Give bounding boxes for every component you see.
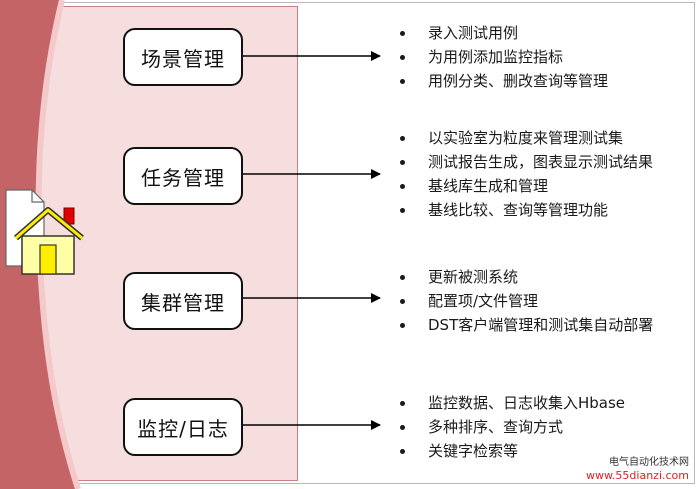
list-item: 基线比较、查询等管理功能 [400, 198, 653, 222]
house-icon [14, 207, 84, 275]
list-item: 基线库生成和管理 [400, 174, 653, 198]
watermark: 电气自动化技术网 www.55dianzi.com [586, 457, 689, 483]
module-box-scene: 场景管理 [123, 28, 243, 86]
list-item: 关键字检索等 [400, 439, 625, 463]
list-item: 用例分类、删改查询等管理 [400, 69, 608, 93]
module-box-cluster: 集群管理 [123, 272, 243, 330]
list-item: 为用例添加监控指标 [400, 45, 608, 69]
list-item: 配置项/文件管理 [400, 289, 653, 313]
module-box-monitor-log: 监控/日志 [123, 398, 243, 456]
task-feature-list: 以实验室为粒度来管理测试集 测试报告生成，图表显示测试结果 基线库生成和管理 基… [400, 126, 653, 222]
list-item: 多种排序、查询方式 [400, 415, 625, 439]
watermark-site-name: 电气自动化技术网 [609, 456, 689, 468]
document-icon [5, 189, 84, 275]
monitor-log-feature-list: 监控数据、日志收集入Hbase 多种排序、查询方式 关键字检索等 [400, 391, 625, 463]
list-item: DST客户端管理和测试集自动部署 [400, 313, 653, 337]
cluster-feature-list: 更新被测系统 配置项/文件管理 DST客户端管理和测试集自动部署 [400, 265, 653, 337]
watermark-url: www.55dianzi.com [585, 469, 689, 483]
list-item: 以实验室为粒度来管理测试集 [400, 126, 653, 150]
list-item: 更新被测系统 [400, 265, 653, 289]
list-item: 录入测试用例 [400, 21, 608, 45]
list-item: 监控数据、日志收集入Hbase [400, 391, 625, 415]
list-item: 测试报告生成，图表显示测试结果 [400, 150, 653, 174]
scene-feature-list: 录入测试用例 为用例添加监控指标 用例分类、删改查询等管理 [400, 21, 608, 93]
module-box-task: 任务管理 [123, 147, 243, 205]
